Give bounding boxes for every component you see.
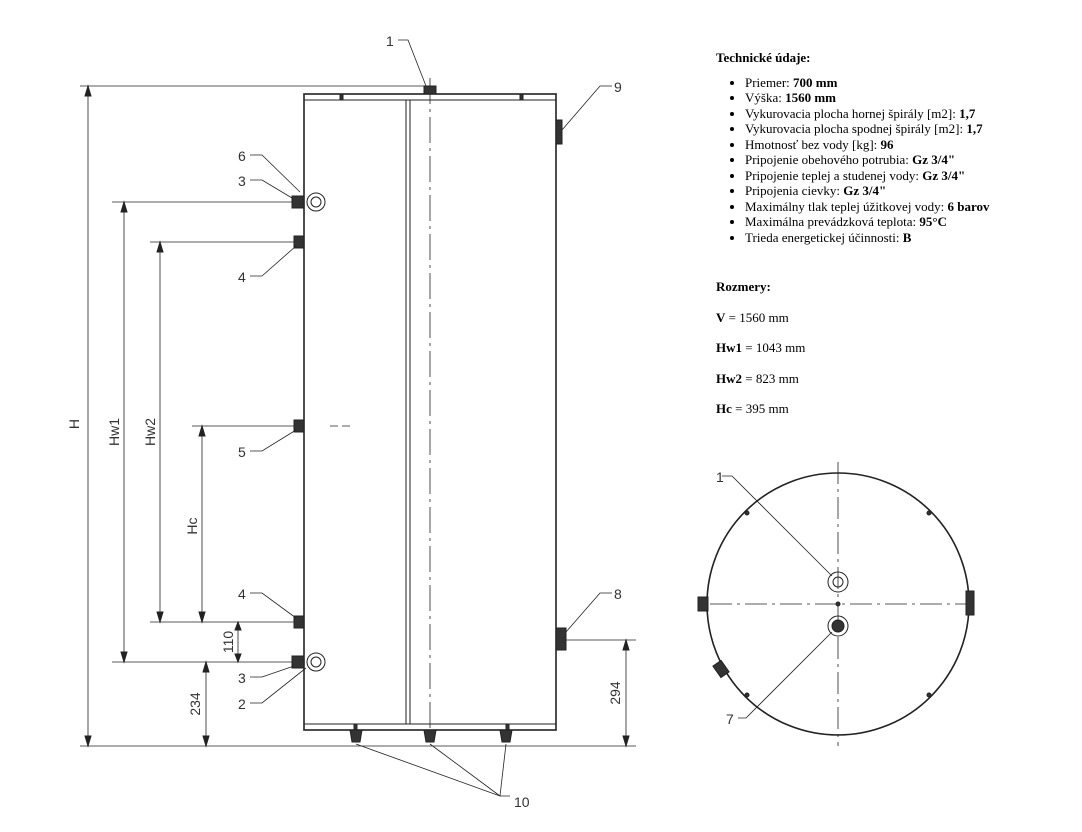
dimension-row: Hw1 = 1043 mm	[716, 340, 806, 355]
label-4a: 4	[238, 269, 246, 285]
foot-left	[349, 729, 363, 743]
center-dot	[835, 601, 841, 607]
port-7-inner	[831, 619, 845, 633]
specs-title: Technické údaje:	[716, 50, 811, 65]
bottom-notch-a	[353, 723, 358, 731]
fitting-2-ring	[306, 652, 326, 672]
spec-item: Pripojenie teplej a studenej vody: Gz 3/…	[745, 168, 1076, 184]
dimensions-section: Rozmery: V = 1560 mm Hw1 = 1043 mm Hw2 =…	[716, 279, 1076, 417]
side-stub-right	[965, 590, 975, 616]
port-1-outer	[827, 571, 849, 593]
top-notch-b	[519, 93, 524, 101]
spec-item: Vykurovacia plocha hornej špirály [m2]: …	[745, 106, 1076, 122]
side-view-labels: H Hw1 Hw2 Hc 110 234 294 1 9 6 3 4 5 4 3…	[66, 33, 623, 810]
fitting-8	[555, 627, 567, 651]
fitting-6-ring	[306, 192, 326, 212]
top-view	[697, 462, 975, 746]
spec-item: Vykurovacia plocha spodnej špirály [m2]:…	[745, 121, 1076, 137]
label-294: 294	[607, 681, 623, 705]
bottom-notch-b	[505, 723, 510, 731]
label-10: 10	[514, 794, 530, 810]
top-notch-a	[339, 93, 344, 101]
dimension-row: Hw2 = 823 mm	[716, 370, 799, 386]
label-5: 5	[238, 444, 246, 460]
spec-item: Priemer: 700 mm	[745, 75, 1076, 91]
dimension-row: V = 1560 mm	[716, 309, 789, 325]
top-fitting-1	[423, 85, 437, 95]
label-2: 2	[238, 696, 246, 712]
side-stub-lower-left	[712, 659, 730, 679]
side-view	[80, 39, 636, 797]
fitting-2-ring-inner	[310, 656, 322, 668]
label-Hw2: Hw2	[142, 418, 158, 446]
side-stub-left	[697, 596, 709, 612]
spec-item: Hmotnosť bez vody [kg]: 96	[745, 137, 1076, 153]
top-label-1: 1	[716, 469, 724, 485]
label-3b: 3	[238, 670, 246, 686]
foot-right	[499, 729, 513, 743]
dimension-row: Hc = 395 mm	[716, 401, 789, 416]
specs-list: Priemer: 700 mm Výška: 1560 mm Vykurovac…	[716, 75, 1076, 246]
spec-item: Trieda energetickej účinnosti: B	[745, 230, 1076, 246]
spec-item: Maximálna prevádzková teplota: 95°C	[745, 214, 1076, 230]
fitting-3-top	[291, 195, 305, 209]
label-110: 110	[220, 631, 236, 654]
label-1: 1	[386, 33, 394, 49]
port-7-outer	[827, 615, 849, 637]
label-8: 8	[614, 586, 622, 602]
spec-item: Pripojenie obehového potrubia: Gz 3/4"	[745, 152, 1076, 168]
spec-item: Výška: 1560 mm	[745, 90, 1076, 106]
label-3a: 3	[238, 173, 246, 189]
fitting-6-ring-inner	[310, 196, 322, 208]
dimensions-title: Rozmery:	[716, 279, 771, 294]
label-234: 234	[187, 692, 203, 716]
label-Hw1: Hw1	[106, 418, 122, 446]
label-Hc: Hc	[184, 517, 200, 534]
label-6: 6	[238, 148, 246, 164]
spec-panel: Technické údaje: Priemer: 700 mm Výška: …	[716, 50, 1076, 417]
fitting-9	[555, 119, 563, 145]
label-4b: 4	[238, 586, 246, 602]
top-view-labels: 1 7	[716, 469, 734, 727]
label-H: H	[66, 419, 82, 429]
port-1-inner	[832, 576, 844, 588]
top-label-7: 7	[726, 711, 734, 727]
spec-item: Maximálny tlak teplej úžitkovej vody: 6 …	[745, 199, 1076, 215]
spec-item: Pripojenia cievky: Gz 3/4"	[745, 183, 1076, 199]
label-9: 9	[614, 79, 622, 95]
foot-center	[423, 729, 437, 743]
